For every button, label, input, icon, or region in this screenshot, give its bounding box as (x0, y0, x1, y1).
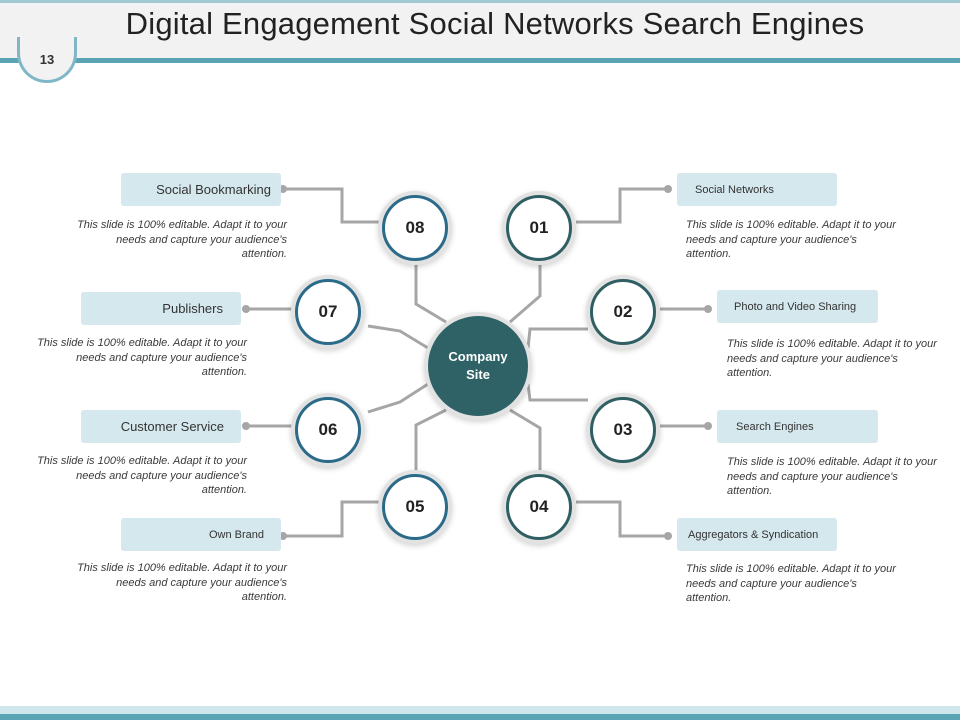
spoke-06 (367, 382, 429, 414)
connector-dot-06 (242, 422, 250, 430)
label-text: Search Engines (736, 420, 814, 433)
label-social-networks: Social Networks (677, 173, 837, 206)
node-07-circle: 07 (295, 279, 361, 345)
node-06-circle: 06 (295, 397, 361, 463)
label-text: Social Bookmarking (156, 182, 271, 197)
node-01-circle: 01 (506, 195, 572, 261)
footer-band (0, 706, 960, 714)
header-band (0, 0, 960, 60)
spoke-05 (414, 408, 447, 474)
spoke-03 (526, 383, 588, 402)
footer-line (0, 714, 960, 720)
label-search-engines: Search Engines (717, 410, 878, 443)
connector-01 (576, 187, 668, 224)
connector-dot-01 (664, 185, 672, 193)
node-03-circle: 03 (590, 397, 656, 463)
slide-title: Digital Engagement Social Networks Searc… (125, 6, 865, 41)
connector-08 (283, 187, 380, 224)
label-text: Photo and Video Sharing (734, 300, 857, 313)
label-social-bookmarking: Social Bookmarking (121, 173, 281, 206)
center-company-site: Company Site (428, 316, 528, 416)
description-07: This slide is 100% editable. Adapt it to… (37, 337, 247, 378)
label-text: Customer Service (120, 419, 224, 434)
page-number-badge: 13 (17, 37, 77, 83)
label-aggregators-syndication: Aggregators & Syndication (677, 518, 837, 551)
label-customer-service: Customer Service (81, 410, 241, 443)
center-label-line2: Site (466, 367, 490, 382)
description-02: This slide is 100% editable. Adapt it to… (727, 338, 937, 379)
label-text: Publishers (162, 301, 223, 316)
connector-05 (283, 500, 380, 538)
description-03: This slide is 100% editable. Adapt it to… (727, 456, 937, 497)
connector-dot-02 (704, 305, 712, 313)
description-04: This slide is 100% editable. Adapt it to… (686, 563, 896, 604)
spoke-01 (509, 262, 542, 324)
label-own-brand: Own Brand (121, 518, 281, 551)
connector-dot-05 (279, 532, 287, 540)
header-divider (0, 58, 960, 63)
label-photo-video-sharing: Photo and Video Sharing (717, 290, 878, 323)
description-08: This slide is 100% editable. Adapt it to… (77, 219, 287, 260)
label-text: Aggregators & Syndication (688, 528, 819, 541)
node-04-circle: 04 (506, 474, 572, 540)
connector-dot-07 (242, 305, 250, 313)
label-text: Social Networks (695, 183, 774, 196)
description-05: This slide is 100% editable. Adapt it to… (77, 562, 287, 603)
node-05-circle: 05 (382, 474, 448, 540)
spoke-08 (414, 262, 447, 324)
connector-dot-04 (664, 532, 672, 540)
label-text: Own Brand (208, 528, 264, 541)
spoke-04 (509, 408, 542, 474)
node-08-circle: 08 (382, 195, 448, 261)
spoke-02 (526, 327, 588, 349)
node-02-circle: 02 (590, 279, 656, 345)
connector-dot-03 (704, 422, 712, 430)
center-label-line1: Company (448, 349, 508, 364)
description-01: This slide is 100% editable. Adapt it to… (686, 219, 896, 260)
spoke-07 (367, 324, 429, 350)
connector-dot-08 (279, 185, 287, 193)
description-06: This slide is 100% editable. Adapt it to… (37, 455, 247, 496)
connector-04 (576, 500, 668, 538)
label-publishers: Publishers (81, 292, 241, 325)
